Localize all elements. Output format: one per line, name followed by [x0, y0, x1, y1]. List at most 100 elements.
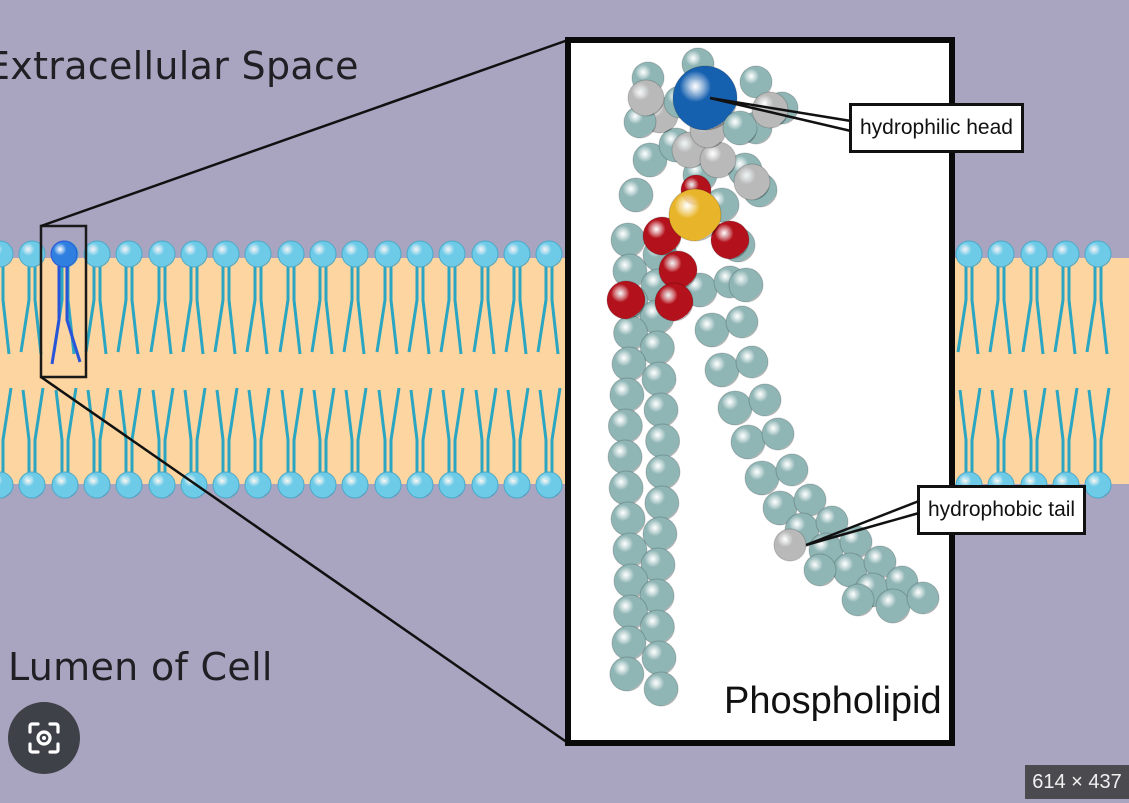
selection-box — [39, 224, 88, 379]
lipid-tail — [1055, 389, 1065, 480]
tail-atom — [775, 453, 809, 487]
lipid-tail — [421, 387, 433, 480]
lipid-head — [1052, 240, 1080, 268]
tail-atom — [704, 352, 740, 388]
lipid-head — [277, 471, 305, 499]
lipid-tail — [356, 262, 366, 355]
lipid-head — [180, 240, 208, 268]
lipid-tail — [472, 262, 484, 353]
phospholipid-model — [606, 47, 940, 707]
lipid-head — [18, 240, 46, 268]
oxygen-atom — [606, 280, 646, 320]
tail-atom — [645, 454, 681, 490]
lipid-tail — [538, 389, 548, 480]
lipid-head — [212, 240, 240, 268]
lipid-tail — [536, 262, 548, 353]
lipid-head — [406, 471, 434, 499]
lipid-tail — [518, 262, 528, 355]
lipid-tail — [486, 262, 496, 355]
zoom-line-top — [40, 38, 569, 228]
tail-atom — [643, 671, 679, 707]
lipid-tail — [453, 387, 465, 480]
lipid-tail — [98, 262, 108, 355]
lipid-tail — [118, 389, 128, 480]
lipid-head — [212, 471, 240, 499]
lipid-tail — [1053, 262, 1065, 353]
lipid-tail — [54, 389, 64, 480]
lipid-tail — [245, 262, 257, 353]
lipid-tail — [439, 262, 451, 353]
head-pointer — [709, 96, 852, 133]
lipid-tail — [149, 262, 161, 353]
lipid-tail — [33, 262, 43, 355]
lipid-tail — [181, 262, 193, 353]
lipid-tail — [259, 262, 269, 355]
tail-atom — [906, 581, 940, 615]
tail-atom — [744, 460, 780, 496]
lipid-tail — [33, 387, 45, 480]
highlighted-phospholipid — [39, 224, 88, 379]
lipid-tail — [84, 262, 96, 353]
extracellular-space-label: Extracellular Space — [0, 44, 359, 88]
membrane-core — [0, 258, 1129, 484]
lipid-tail — [259, 387, 271, 480]
zoom-lines — [40, 38, 569, 745]
lipid-head — [955, 240, 983, 268]
lipid-head — [535, 471, 563, 499]
lipid-head — [115, 240, 143, 268]
lipid-tail — [195, 262, 205, 355]
lipid-tail — [518, 387, 530, 480]
lipid-head — [0, 471, 14, 499]
lipid-head — [148, 471, 176, 499]
lipid-tail — [958, 389, 968, 480]
lipid-tail — [1, 262, 11, 355]
lipid-tail — [19, 262, 31, 353]
tail-atom — [803, 553, 837, 587]
lipid-tail — [550, 387, 562, 480]
lipid-head — [0, 240, 14, 268]
tail-atom — [611, 625, 647, 661]
lipid-head — [341, 471, 369, 499]
lipid-tail — [389, 262, 399, 355]
tail-atom — [611, 346, 647, 382]
lipid-head — [503, 240, 531, 268]
zoom-line-bottom — [40, 375, 569, 745]
camera-search-icon — [28, 722, 60, 754]
lipid-head — [987, 240, 1015, 268]
lipid-tail — [324, 262, 334, 355]
lipid-tail — [163, 262, 173, 355]
lipid-tail — [409, 389, 419, 480]
lipid-tail — [453, 262, 463, 355]
tail-atom — [607, 439, 643, 475]
lipid-head — [148, 240, 176, 268]
lipid-head — [309, 240, 337, 268]
lipid-tail — [227, 387, 239, 480]
lipid-head — [471, 471, 499, 499]
lipid-tail — [1099, 262, 1109, 355]
lipid-tail — [504, 262, 516, 353]
tail-pointer — [805, 499, 920, 547]
lipid-tail — [1087, 389, 1097, 480]
lipid-head — [277, 240, 305, 268]
lipid-tail — [344, 389, 354, 480]
tail-atom — [610, 222, 646, 258]
lipid-tail — [990, 389, 1000, 480]
lipid-tail — [1002, 262, 1012, 355]
tail-atom — [735, 345, 769, 379]
lipid-tail — [342, 262, 354, 353]
lipid-tail — [1035, 262, 1045, 355]
lens-search-button[interactable] — [8, 702, 80, 774]
backbone-atom — [728, 267, 764, 303]
lipid-tail — [956, 262, 968, 353]
oxygen-atom — [654, 282, 694, 322]
tail-atom — [875, 588, 911, 624]
oxygen-atom — [710, 220, 750, 260]
lipid-head — [438, 240, 466, 268]
lipid-tail — [1021, 262, 1033, 353]
lipid-tail — [1035, 387, 1047, 480]
highlighted-head — [50, 240, 78, 268]
lipid-head — [1084, 240, 1112, 268]
head-atom — [627, 79, 665, 117]
tail-atom — [641, 640, 677, 676]
tail-atom — [642, 516, 678, 552]
